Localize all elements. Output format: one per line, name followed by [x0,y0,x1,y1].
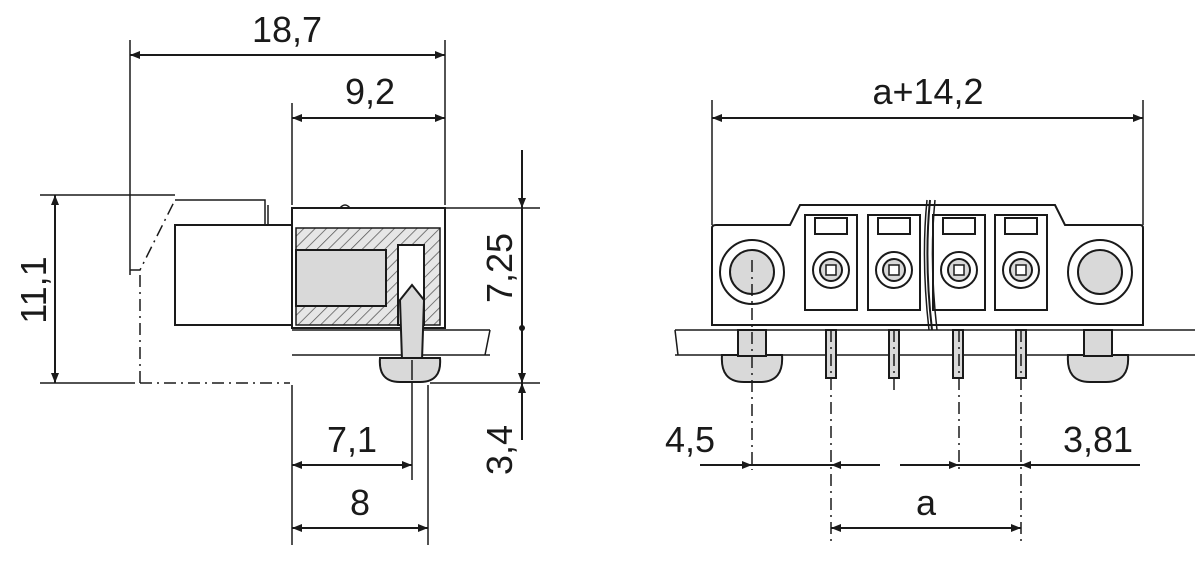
dim-height-upper: 7,25 [479,233,520,303]
dim-overall-length: 18,7 [252,9,322,50]
pin [398,283,426,361]
terminal-4 [994,214,1048,311]
dim-pin-offset: 7,1 [327,419,377,460]
front-view: a+14,2 [665,71,1195,545]
flange-screw-right [1077,249,1123,295]
pin-3 [952,329,964,379]
terminal-3 [932,214,986,311]
screw-head-left [720,354,784,383]
terminal-2 [867,214,921,311]
dim-housing-length: 9,2 [345,71,395,112]
dim-screw-offset: 4,5 [665,419,715,460]
plug-body [174,224,296,326]
dim-flange-offset: 8 [350,482,370,523]
dim-height-lower: 3,4 [479,425,520,475]
screw-head [378,357,442,383]
dim-height-total: 11,1 [13,256,54,323]
terminal-1 [804,214,858,311]
dim-pitch: 3,81 [1063,419,1133,460]
screw-head-right [1066,354,1130,383]
dim-total-width: a+14,2 [872,71,983,112]
dim-pitch-span: a [916,482,937,523]
side-view: 18,7 9,2 11,1 7,25 3,4 7,1 8 [13,9,540,545]
